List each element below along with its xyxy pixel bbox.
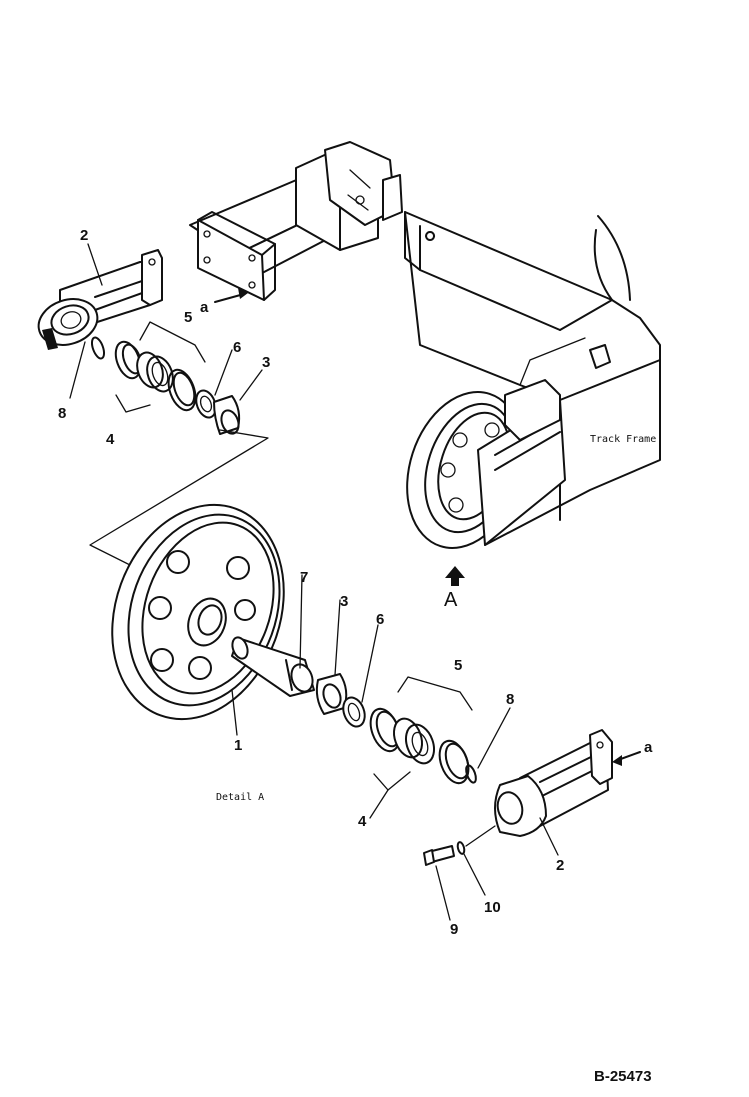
view-arrow: A <box>444 566 465 611</box>
ref-a-bottom-label: a <box>644 739 653 756</box>
callout-9: 9 <box>450 921 458 938</box>
idler-wheel-part-1 <box>111 503 285 721</box>
callout-numbers: 2 5 6 3 8 4 7 3 6 5 8 1 4 2 10 9 <box>58 227 564 938</box>
callout-2-bottom: 2 <box>556 857 564 874</box>
callout-5-top: 5 <box>184 309 192 326</box>
callout-4-bottom: 4 <box>358 813 367 830</box>
detail-label: Detail A <box>216 792 264 803</box>
recoil-cylinder-top <box>189 141 403 301</box>
shaft-part-7 <box>231 574 315 697</box>
callout-4-top: 4 <box>106 431 115 448</box>
callout-5-bottom: 5 <box>454 657 462 674</box>
seal-rings-top <box>69 321 269 571</box>
link-part-2-top <box>37 249 163 350</box>
idler-assembly-on-frame <box>406 379 566 549</box>
ref-a-top-label: a <box>200 299 209 316</box>
link-part-2-bottom <box>494 729 613 856</box>
callout-10: 10 <box>484 899 501 916</box>
bolt-and-washer <box>423 825 496 921</box>
reference-a-top: a <box>200 288 248 316</box>
callout-3-bottom: 3 <box>340 593 348 610</box>
callout-3-top: 3 <box>262 354 270 371</box>
track-frame-label: Track Frame <box>590 434 656 445</box>
callout-6-bottom: 6 <box>376 611 384 628</box>
callout-8-bottom: 8 <box>506 691 514 708</box>
callout-8-top: 8 <box>58 405 66 422</box>
callout-1: 1 <box>234 737 242 754</box>
seal-rings-bottom <box>315 599 511 819</box>
callout-2-top: 2 <box>80 227 88 244</box>
callout-7: 7 <box>300 569 308 586</box>
drawing-code: B-25473 <box>594 1068 652 1085</box>
view-arrow-label: A <box>444 589 458 611</box>
reference-a-bottom: a <box>612 739 653 766</box>
callout-6-top: 6 <box>233 339 241 356</box>
